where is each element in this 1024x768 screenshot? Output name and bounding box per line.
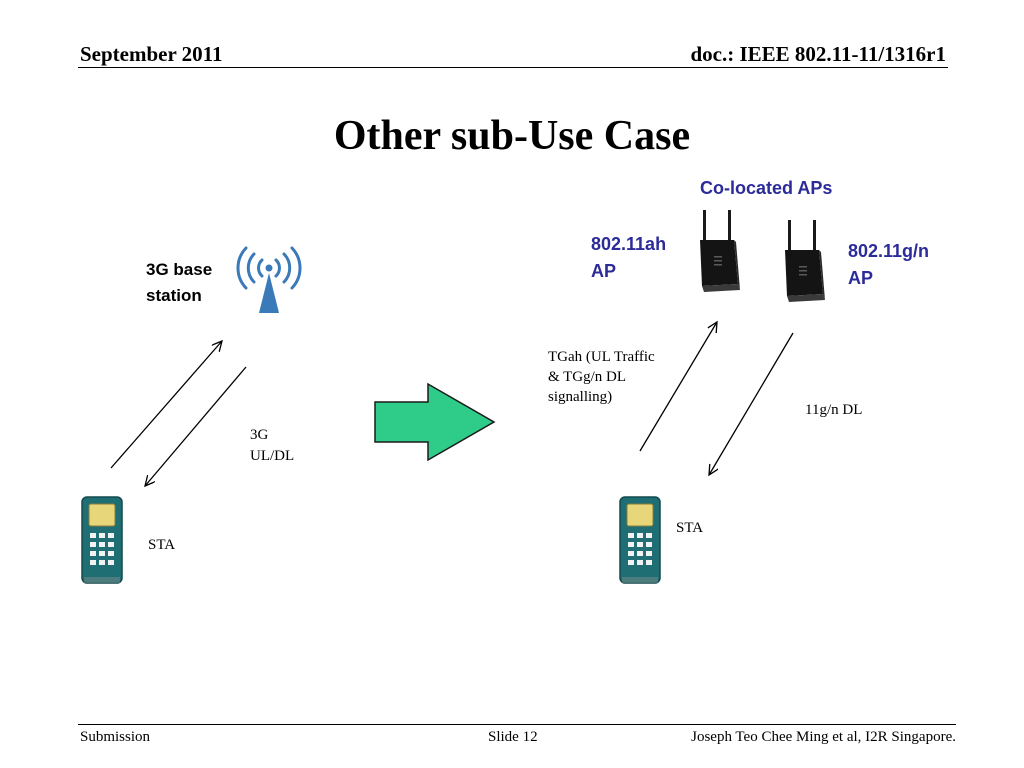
- sta-right-label: STA: [676, 520, 704, 536]
- footer-submission: Submission: [80, 729, 151, 745]
- mobile-phone-icon: [619, 496, 661, 584]
- header-date: September 2011: [80, 42, 223, 66]
- sta-left-label: STA: [148, 537, 176, 553]
- header-doc-id: doc.: IEEE 802.11-11/1316r1: [690, 42, 946, 66]
- mobile-phone-icon: [81, 496, 123, 584]
- footer-author: Joseph Teo Chee Ming et al, I2R Singapor…: [691, 729, 956, 745]
- wifi-router-icon: [785, 220, 825, 302]
- footer-slide-number: Slide 12: [488, 729, 538, 745]
- 11gn-downlink-arrow: [709, 332, 794, 475]
- footer-rule: [78, 724, 956, 725]
- base-station-label: 3G base station: [146, 260, 213, 305]
- downlink-arrow-left: [145, 366, 247, 486]
- tgah-label: TGah (UL Traffic & TGg/n DL signalling): [548, 349, 655, 405]
- co-located-aps-label: Co-located APs: [700, 178, 833, 198]
- wifi-router-icon: [700, 210, 740, 292]
- uplink-arrow-left: [110, 341, 222, 469]
- dl-11gn-label: 11g/n DL: [805, 402, 863, 418]
- tgah-uplink-arrow: [639, 322, 717, 452]
- ap-80211ah-label: 802.11ah AP: [591, 234, 667, 281]
- header-rule: [78, 67, 948, 68]
- right-arrow-icon: [374, 382, 496, 462]
- slide-title: Other sub-Use Case: [333, 113, 691, 159]
- antenna-icon: [236, 246, 302, 313]
- link-3g-label: 3G UL/DL: [250, 427, 295, 464]
- ap-80211gn-label: 802.11g/n AP: [848, 241, 930, 288]
